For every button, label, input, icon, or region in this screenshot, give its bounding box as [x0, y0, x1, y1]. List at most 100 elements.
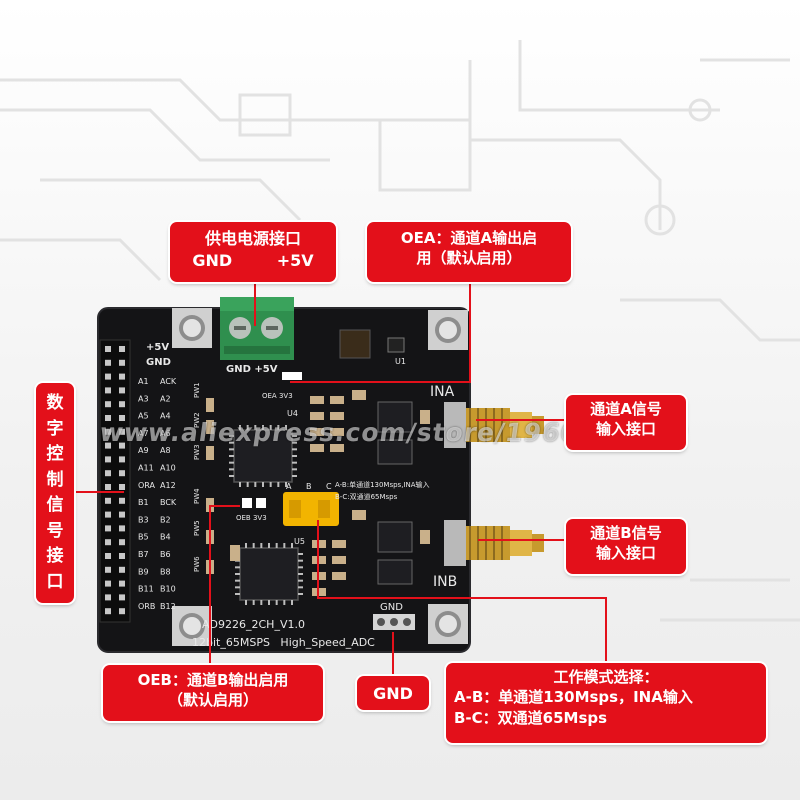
header-pin: [119, 428, 125, 435]
header-pin: [105, 511, 111, 518]
header-pin: [119, 511, 125, 518]
silk-mode-note-2: B-C:双通道65Msps: [335, 492, 398, 501]
callout-digital-char: 控: [46, 444, 64, 464]
header-pin: [119, 484, 125, 490]
pin-label-left: ORB: [138, 602, 155, 611]
pin-label-left: A1: [138, 377, 149, 386]
header-pin: [119, 497, 125, 504]
callout-power-line2: GND +5V: [192, 250, 314, 270]
silk-board-subtitle: 12bit_65MSPS High_Speed_ADC: [192, 636, 375, 649]
header-pin: [105, 359, 111, 366]
pin-label-left: B1: [138, 498, 149, 507]
silk-power-label: GND +5V: [226, 364, 278, 375]
pin-label-right: A10: [160, 464, 176, 473]
pin-header-2x20: [99, 339, 131, 623]
callout-digital-control-signal: 数 字 控 制 信 号 接 口: [36, 383, 74, 603]
pin-label-right: A2: [160, 394, 171, 403]
header-pin: [119, 580, 125, 587]
pin-label-right: A4: [160, 412, 171, 421]
header-pin: [105, 553, 111, 559]
header-pin: [119, 594, 125, 601]
header-pin: [105, 566, 111, 573]
adc-chip-u5: [235, 543, 303, 605]
callout-oeb-line1: OEB：通道B输出启用: [137, 671, 289, 689]
callout-power-line1: 供电电源接口: [204, 229, 301, 248]
pin-label-right: BCK: [160, 498, 177, 507]
pin-label-right: B10: [160, 585, 176, 594]
silk-inb: INB: [433, 574, 457, 590]
callout-mode-line2: A-B：单通道130Msps，INA输入: [454, 688, 693, 707]
silk-u5: U5: [294, 537, 305, 546]
callout-inb-line2: 输入接口: [595, 544, 656, 563]
callout-digital-char: 信: [46, 495, 64, 515]
header-pin: [119, 359, 125, 366]
callout-mode-line1: 工作模式选择：: [553, 668, 659, 686]
silk-oeb: OEB 3V3: [236, 514, 267, 522]
callout-oeb: OEB：通道B输出启用 （默认启用）: [103, 665, 323, 721]
pin-label-left: A3: [138, 394, 149, 403]
silk-u4: U4: [287, 409, 298, 418]
header-pin: [105, 470, 111, 477]
pin-label-left: B11: [138, 585, 154, 594]
adc-chip-u4: [229, 425, 297, 487]
silk-gnd-header: GND: [146, 357, 171, 368]
header-pin: [119, 373, 125, 380]
pin-label-left: B7: [138, 550, 149, 559]
callout-inb-line1: 通道B信号: [590, 524, 662, 542]
pin-label-left: B5: [138, 533, 149, 542]
header-pin: [105, 525, 111, 532]
header-pin: [119, 539, 125, 546]
silk-u1: U1: [395, 357, 406, 366]
pin-label-right: A6: [160, 429, 171, 438]
callout-oea-line2: 用（默认启用）: [416, 249, 522, 268]
pin-label-left: A5: [138, 412, 149, 421]
header-pin: [119, 553, 125, 559]
silk-gnd-bottom: GND: [380, 602, 403, 613]
callout-gnd: GND: [357, 676, 429, 710]
header-pin: [105, 373, 111, 380]
pin-label-left: A7: [138, 429, 149, 438]
callout-power-interface: 供电电源接口 GND +5V: [170, 222, 336, 282]
callout-digital-char: 号: [46, 520, 64, 541]
silk-ina: INA: [430, 384, 455, 400]
callout-mode-line3: B-C：双通道65Msps: [454, 708, 608, 727]
callout-channel-b-input: 通道B信号 输入接口: [566, 519, 686, 574]
header-pin: [119, 415, 125, 421]
callout-gnd-label: GND: [373, 684, 413, 703]
pin-label-right: B8: [160, 567, 171, 576]
callout-digital-char: 字: [46, 418, 64, 439]
callout-mode-select: 工作模式选择： A-B：单通道130Msps，INA输入 B-C：双通道65Ms…: [446, 663, 766, 743]
mode-jumper: [283, 492, 339, 526]
pw-label: PW5: [193, 520, 201, 536]
callout-oea-line1: OEA：通道A输出启: [400, 229, 538, 247]
header-pin: [119, 470, 125, 477]
header-pin: [119, 387, 125, 394]
pin-label-right: B6: [160, 550, 171, 559]
header-pin: [105, 456, 111, 463]
header-pin: [119, 525, 125, 532]
callout-channel-a-input: 通道A信号 输入接口: [566, 395, 686, 450]
silk-board-title: AD9226_2CH_V1.0: [202, 618, 305, 631]
pin-label-left: B9: [138, 567, 149, 576]
header-pin: [119, 346, 125, 352]
header-pin: [105, 580, 111, 587]
callout-ina-line1: 通道A信号: [590, 400, 662, 418]
pin-label-right: B4: [160, 533, 171, 542]
header-pin: [105, 401, 111, 408]
callout-leader-lines: [74, 282, 607, 676]
header-pin: [105, 608, 111, 615]
callout-digital-char: 口: [46, 571, 64, 592]
header-pin: [105, 442, 111, 449]
pw-label: PW2: [193, 412, 201, 428]
header-pin: [119, 566, 125, 573]
opamp-chips: [339, 329, 413, 585]
silk-plus5v-header: +5V: [146, 342, 169, 353]
header-pin: [105, 346, 111, 352]
callout-digital-char: 制: [46, 469, 64, 490]
pin-label-right: A12: [160, 481, 176, 490]
pin-label-left: ORA: [138, 481, 156, 490]
pin-label-right: B12: [160, 602, 176, 611]
